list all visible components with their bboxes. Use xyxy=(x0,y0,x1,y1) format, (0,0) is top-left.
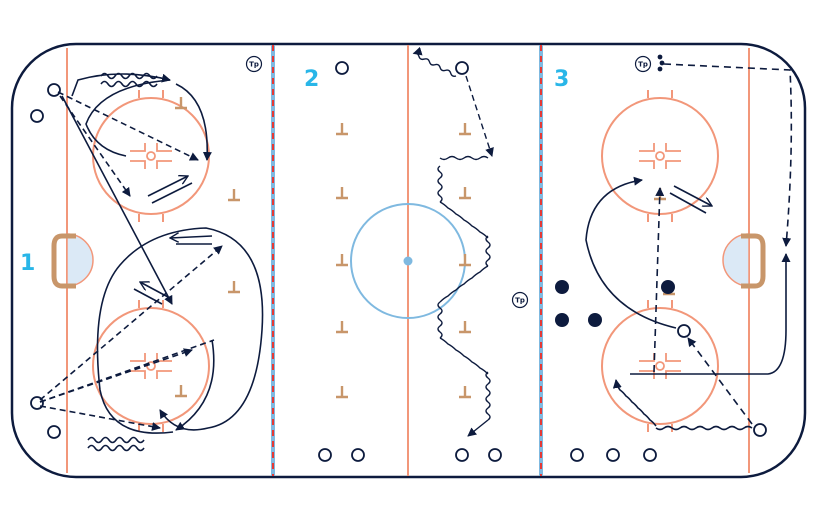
tp-marker: Tp xyxy=(245,55,263,73)
players xyxy=(30,61,767,462)
zone-number-1: 1 xyxy=(20,251,35,276)
faceoff-circle-right-top xyxy=(601,90,719,222)
svg-text:Tp: Tp xyxy=(249,61,259,69)
svg-text:Tp: Tp xyxy=(515,297,525,305)
zone3-drill-paths xyxy=(585,63,793,431)
center-faceoff-dot xyxy=(403,256,413,266)
svg-text:Tp: Tp xyxy=(638,61,648,69)
pucks xyxy=(555,54,675,327)
tp-marker: Tp xyxy=(511,291,529,309)
faceoff-circle-left-bottom xyxy=(92,300,210,432)
net-left xyxy=(51,233,76,289)
zone2-drill-paths xyxy=(412,46,494,437)
zone-number-3: 3 xyxy=(554,67,569,92)
net-right xyxy=(741,233,766,289)
zone-number-2: 2 xyxy=(304,67,319,92)
tp-marker: Tp xyxy=(634,55,652,73)
zone1-drill-paths xyxy=(39,72,264,452)
